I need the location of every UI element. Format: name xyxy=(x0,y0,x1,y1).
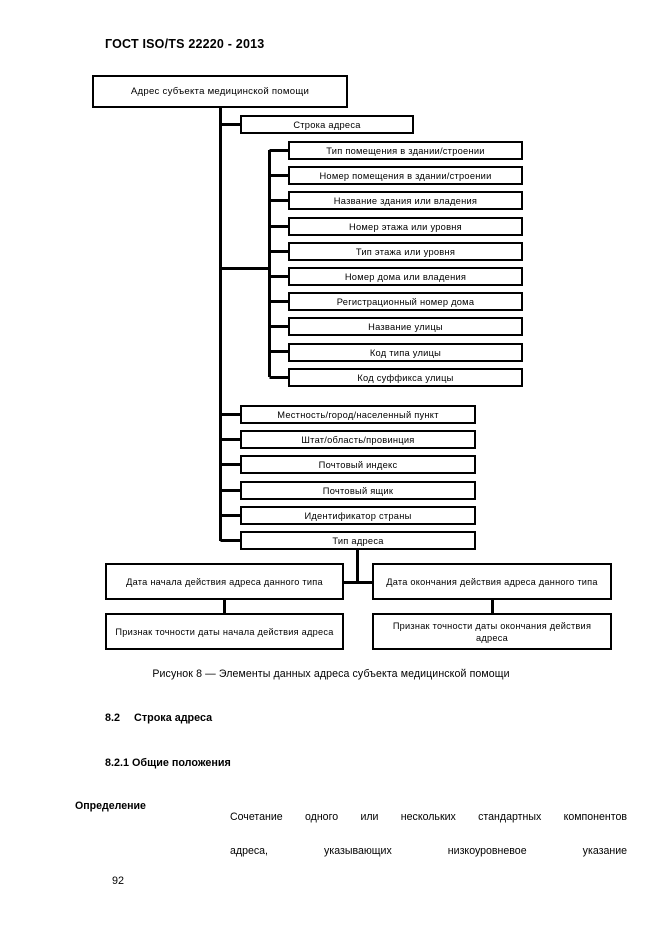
page-number: 92 xyxy=(112,875,125,887)
node-house-number-label: Номер дома или владения xyxy=(344,271,467,282)
node-state-province-label: Штат/область/провинция xyxy=(301,434,415,445)
definition-line-1: Сочетание одного или нескольких стандарт… xyxy=(230,811,627,823)
node-address-line-label: Строка адреса xyxy=(293,119,361,130)
diagram-connectors xyxy=(219,108,494,613)
node-address-line[interactable]: Строка адреса xyxy=(240,115,414,134)
node-postal-code[interactable]: Почтовый индекс xyxy=(240,455,476,474)
node-accuracy-end[interactable]: Признак точности даты окончания действия… xyxy=(372,613,612,650)
node-date-end[interactable]: Дата окончания действия адреса данного т… xyxy=(372,563,612,600)
node-house-registration-number-label: Регистрационный номер дома xyxy=(336,296,475,307)
node-building-name-label: Название здания или владения xyxy=(333,195,478,206)
node-postal-code-label: Почтовый индекс xyxy=(318,459,398,470)
node-floor-type[interactable]: Тип этажа или уровня xyxy=(288,242,523,261)
node-street-name-label: Название улицы xyxy=(368,321,443,332)
node-building-name[interactable]: Название здания или владения xyxy=(288,191,523,210)
section-heading-8-2: 8.2 Строка адреса xyxy=(105,712,212,724)
figure-caption: Рисунок 8 — Элементы данных адреса субъе… xyxy=(152,668,510,680)
node-premise-number-label: Номер помещения в здании/строении xyxy=(319,170,492,181)
section-title-8-2: Строка адреса xyxy=(134,712,213,724)
node-locality[interactable]: Местность/город/населенный пункт xyxy=(240,405,476,424)
node-floor-type-label: Тип этажа или уровня xyxy=(355,246,456,257)
node-street-suffix-code-label: Код суффикса улицы xyxy=(357,372,454,383)
node-date-start-label: Дата начала действия адреса данного типа xyxy=(126,576,323,587)
node-country-identifier[interactable]: Идентификатор страны xyxy=(240,506,476,525)
definition-line-2: адреса, указывающих низкоуровневое указа… xyxy=(230,845,627,857)
node-address-type[interactable]: Тип адреса xyxy=(240,531,476,550)
document-header: ГОСТ ISO/TS 22220 - 2013 xyxy=(105,37,265,51)
node-accuracy-start-label: Признак точности даты начала действия ад… xyxy=(115,626,334,637)
node-premise-type[interactable]: Тип помещения в здании/строении xyxy=(288,141,523,160)
node-root-label: Адрес субъекта медицинской помощи xyxy=(130,85,310,97)
node-root[interactable]: Адрес субъекта медицинской помощи xyxy=(92,75,348,108)
node-country-identifier-label: Идентификатор страны xyxy=(304,510,412,521)
node-date-end-label: Дата окончания действия адреса данного т… xyxy=(386,576,598,587)
section-heading-8-2-1: 8.2.1 Общие положения xyxy=(105,757,231,769)
node-street-name[interactable]: Название улицы xyxy=(288,317,523,336)
node-premise-number[interactable]: Номер помещения в здании/строении xyxy=(288,166,523,185)
node-house-registration-number[interactable]: Регистрационный номер дома xyxy=(288,292,523,311)
definition-text: Сочетание одного или нескольких стандарт… xyxy=(230,800,627,868)
node-locality-label: Местность/город/населенный пункт xyxy=(277,409,439,420)
section-number-8-2: 8.2 xyxy=(105,712,121,724)
node-floor-number-label: Номер этажа или уровня xyxy=(349,221,462,232)
node-address-type-label: Тип адреса xyxy=(332,535,384,546)
node-accuracy-end-label: Признак точности даты окончания действия… xyxy=(392,620,592,643)
node-date-start[interactable]: Дата начала действия адреса данного типа xyxy=(105,563,344,600)
node-floor-number[interactable]: Номер этажа или уровня xyxy=(288,217,523,236)
node-street-type-code-label: Код типа улицы xyxy=(369,347,442,358)
figure-8-diagram: Адрес субъекта медицинской помощи Строка… xyxy=(92,75,612,650)
definition-label: Определение xyxy=(75,800,146,812)
node-accuracy-start[interactable]: Признак точности даты начала действия ад… xyxy=(105,613,344,650)
node-post-box-label: Почтовый ящик xyxy=(322,485,394,496)
node-post-box[interactable]: Почтовый ящик xyxy=(240,481,476,500)
node-premise-type-label: Тип помещения в здании/строении xyxy=(326,145,485,156)
node-street-type-code[interactable]: Код типа улицы xyxy=(288,343,523,362)
node-house-number[interactable]: Номер дома или владения xyxy=(288,267,523,286)
node-state-province[interactable]: Штат/область/провинция xyxy=(240,430,476,449)
node-street-suffix-code[interactable]: Код суффикса улицы xyxy=(288,368,523,387)
